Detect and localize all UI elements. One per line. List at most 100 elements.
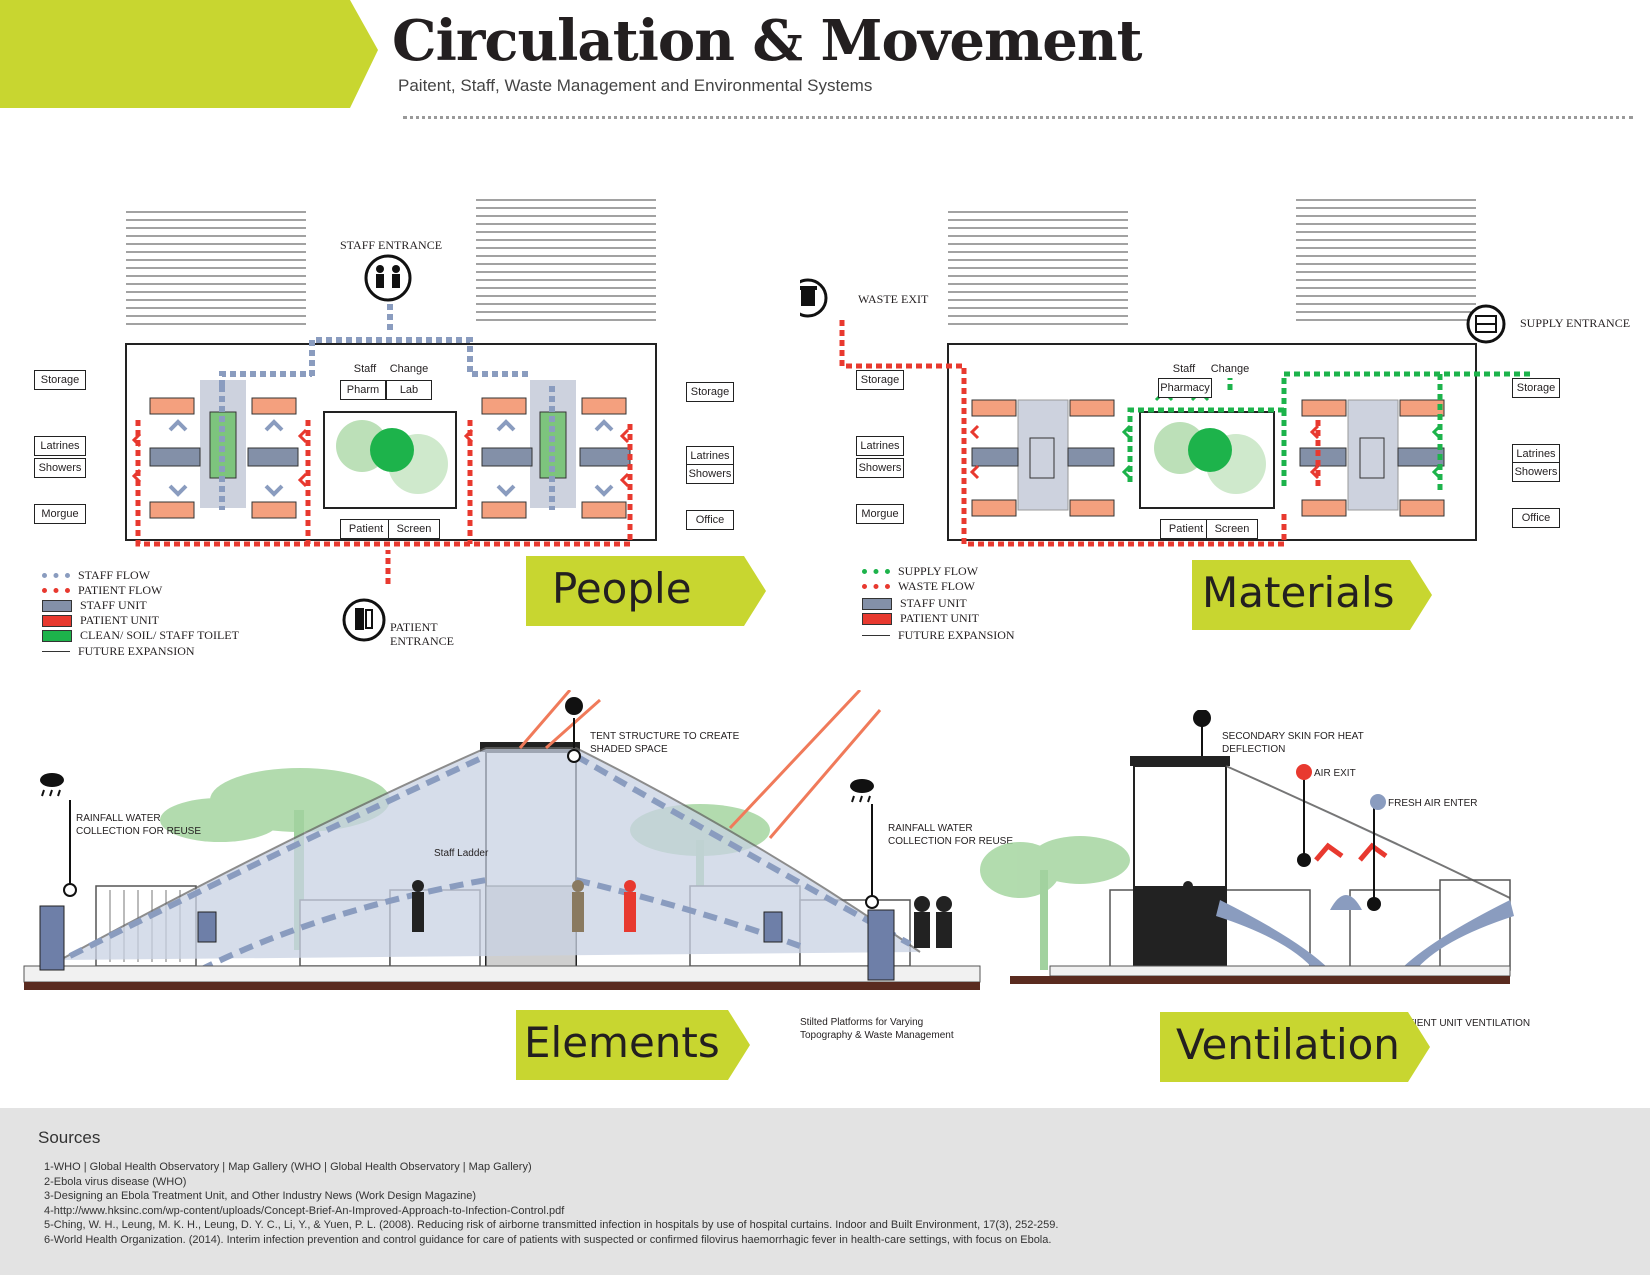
rain-icon-left bbox=[40, 773, 64, 797]
patient-unit-swatch bbox=[862, 612, 892, 625]
room-latrines-right: Latrines bbox=[686, 446, 734, 466]
fresh-air-label: FRESH AIR ENTER bbox=[1388, 798, 1478, 809]
source-item: 5-Ching, W. H., Leung, M. K. H., Leung, … bbox=[44, 1219, 1059, 1231]
ground-strip bbox=[24, 982, 980, 990]
page-title: Circulation & Movement bbox=[392, 8, 1142, 74]
ground-strip bbox=[1010, 976, 1510, 984]
waste-flow-swatch bbox=[862, 584, 890, 589]
room-storage-right: Storage bbox=[686, 382, 734, 402]
tree-icon bbox=[370, 428, 414, 472]
patient-entrance-label: PATIENT ENTRANCE bbox=[390, 620, 454, 648]
secondary-skin bbox=[1225, 765, 1511, 899]
legend-future-expansion: FUTURE EXPANSION bbox=[862, 628, 1015, 643]
person-icon bbox=[1183, 881, 1193, 925]
staff-corridor-right bbox=[1347, 399, 1399, 511]
acacia-tree-icon bbox=[980, 836, 1130, 970]
staff-entrance-icon bbox=[364, 254, 412, 302]
legend-staff-unit: STAFF UNIT bbox=[42, 598, 147, 613]
room-patient-screen-b: Screen bbox=[388, 519, 440, 539]
waste-flow-path bbox=[839, 320, 1321, 547]
patient-unit bbox=[1069, 499, 1115, 517]
person-icon bbox=[412, 880, 424, 932]
room-morgue: Morgue bbox=[34, 504, 86, 524]
tree-icon bbox=[1188, 428, 1232, 472]
ventilation-section-drawing bbox=[980, 710, 1514, 984]
staff-flow-swatch bbox=[42, 573, 70, 578]
waste-exit-icon bbox=[800, 278, 828, 318]
staff-entrance-label: STAFF ENTRANCE bbox=[340, 238, 443, 252]
air-exit-label: AIR EXIT bbox=[1314, 768, 1356, 779]
room-staff-change-b: Change bbox=[1206, 360, 1254, 378]
clean-soil-swatch bbox=[42, 629, 72, 642]
patient-unit-swatch bbox=[42, 614, 72, 627]
staff-unit bbox=[1067, 447, 1115, 467]
room-latrines: Latrines bbox=[34, 436, 86, 456]
rainfall-right-label: RAINFALL WATER COLLECTION FOR REUSE bbox=[888, 823, 1014, 847]
tent-membrane bbox=[59, 747, 921, 961]
elements-banner: Elements bbox=[516, 1010, 750, 1080]
room-pharm: Pharm bbox=[340, 380, 386, 400]
patient-unit bbox=[481, 397, 527, 415]
legend-clean-soil: CLEAN/ SOIL/ STAFF TOILET bbox=[42, 628, 239, 643]
room-storage-right: Storage bbox=[1512, 378, 1560, 398]
supply-flow-swatch bbox=[862, 569, 890, 574]
tent-note-icon bbox=[565, 697, 583, 715]
patient-unit bbox=[581, 397, 627, 415]
staff-unit bbox=[149, 447, 201, 467]
tent-structure-label: TENT STRUCTURE TO CREATE SHADED SPACE bbox=[590, 731, 740, 755]
patient-unit bbox=[1301, 399, 1347, 417]
patient-unit bbox=[251, 501, 297, 519]
person-icon bbox=[624, 880, 636, 932]
room-patient-screen-a: Patient bbox=[340, 519, 392, 539]
supply-entrance-label: SUPPLY ENTRANCE bbox=[1520, 316, 1631, 330]
legend-waste-flow: WASTE FLOW bbox=[862, 579, 975, 594]
header-accent-flag bbox=[0, 0, 378, 108]
patient-entrance-icon bbox=[342, 598, 386, 642]
source-item: 4-http://www.hksinc.com/wp-content/uploa… bbox=[44, 1204, 565, 1217]
room-showers: Showers bbox=[34, 458, 86, 478]
room-patient-screen-b: Screen bbox=[1206, 519, 1258, 539]
room-showers-right: Showers bbox=[1512, 462, 1560, 482]
room-staff-change-b: Change bbox=[384, 360, 434, 378]
secondary-skin-label: SECONDARY SKIN FOR HEAT DEFLECTION bbox=[1222, 731, 1364, 755]
sun-ray-arrows bbox=[518, 690, 882, 839]
room-office: Office bbox=[1512, 508, 1560, 528]
staff-flow-path bbox=[219, 304, 555, 510]
patient-unit bbox=[971, 399, 1017, 417]
room-storage: Storage bbox=[34, 370, 86, 390]
patient-unit bbox=[1301, 499, 1347, 517]
future-expansion-left bbox=[126, 211, 306, 325]
room-office: Office bbox=[686, 510, 734, 530]
legend-patient-flow: PATIENT FLOW bbox=[42, 583, 162, 598]
legend-supply-flow: SUPPLY FLOW bbox=[862, 564, 978, 579]
future-expansion-left bbox=[948, 211, 1128, 325]
source-item: 2-Ebola virus disease (WHO) bbox=[44, 1175, 187, 1188]
staff-unit bbox=[1299, 447, 1347, 467]
rainfall-left-label: RAINFALL WATER COLLECTION FOR REUSE bbox=[76, 813, 202, 837]
room-staff-change-a: Staff bbox=[340, 360, 390, 378]
legend-future-expansion: FUTURE EXPANSION bbox=[42, 644, 195, 659]
room-storage: Storage bbox=[856, 370, 904, 390]
room-latrines: Latrines bbox=[856, 436, 904, 456]
elements-section-drawing bbox=[23, 690, 981, 990]
staff-unit bbox=[1397, 447, 1445, 467]
air-exit-arrows bbox=[1314, 842, 1388, 862]
materials-building-outline bbox=[947, 343, 1477, 541]
patient-unit bbox=[251, 397, 297, 415]
staff-ladder-label: Staff Ladder bbox=[434, 848, 489, 859]
staff-unit bbox=[247, 447, 299, 467]
rain-tank-right bbox=[867, 909, 895, 981]
future-expansion-line bbox=[42, 651, 70, 652]
staff-unit-swatch bbox=[862, 597, 892, 610]
sources-panel bbox=[0, 1108, 1650, 1275]
room-latrines-right: Latrines bbox=[1512, 444, 1560, 464]
patient-unit bbox=[149, 397, 195, 415]
room-showers-right: Showers bbox=[686, 464, 734, 484]
air-exit-marker bbox=[1296, 764, 1312, 780]
people-floor-plan bbox=[125, 199, 657, 642]
header-divider bbox=[403, 116, 1633, 119]
staff-unit-swatch bbox=[42, 599, 72, 612]
legend-patient-unit: PATIENT UNIT bbox=[862, 611, 979, 626]
patient-unit bbox=[1069, 399, 1115, 417]
rain-tank-left bbox=[39, 905, 65, 971]
